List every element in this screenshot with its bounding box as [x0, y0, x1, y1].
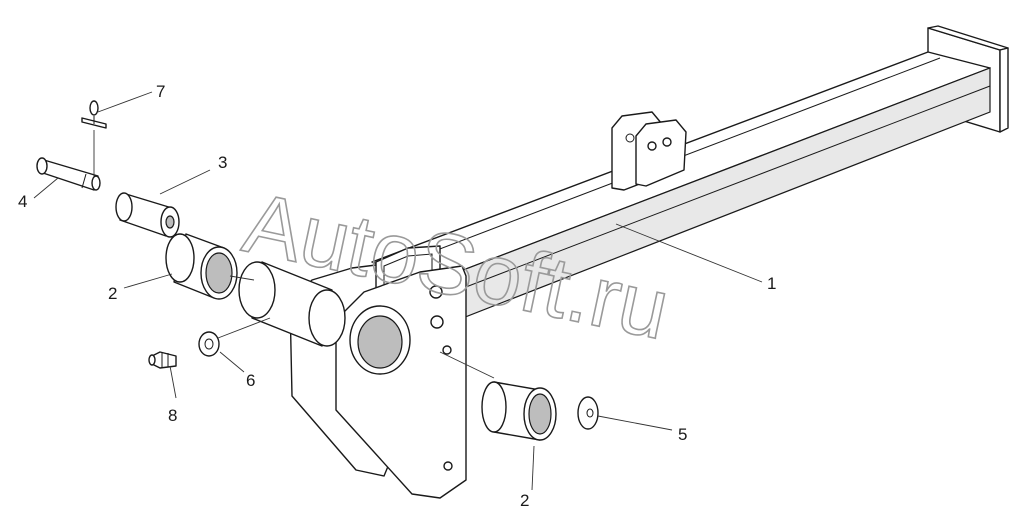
callout-7: 7 [156, 82, 165, 101]
callouts: 1 2 2 3 4 5 6 7 8 [18, 82, 776, 510]
callout-5: 5 [678, 425, 687, 444]
callout-2-lower: 2 [520, 491, 529, 510]
grease-fitting [148, 351, 177, 369]
bushing-lower [481, 381, 557, 441]
callout-6: 6 [246, 371, 255, 390]
spacer-sleeve [115, 192, 180, 238]
bracket-plates [289, 245, 467, 499]
leader-lines [33, 91, 763, 491]
bushing-upper [165, 233, 238, 300]
pivot-pin [36, 157, 101, 191]
washer-large [577, 396, 599, 430]
callout-4: 4 [18, 192, 27, 211]
callout-3: 3 [218, 153, 227, 172]
pivot-sleeve [238, 261, 346, 347]
callout-8: 8 [168, 406, 177, 425]
callout-2-upper: 2 [108, 284, 117, 303]
cotter-pin [81, 100, 107, 129]
mounting-lugs [611, 111, 687, 191]
washer-small [198, 331, 220, 357]
callout-1: 1 [767, 274, 776, 293]
